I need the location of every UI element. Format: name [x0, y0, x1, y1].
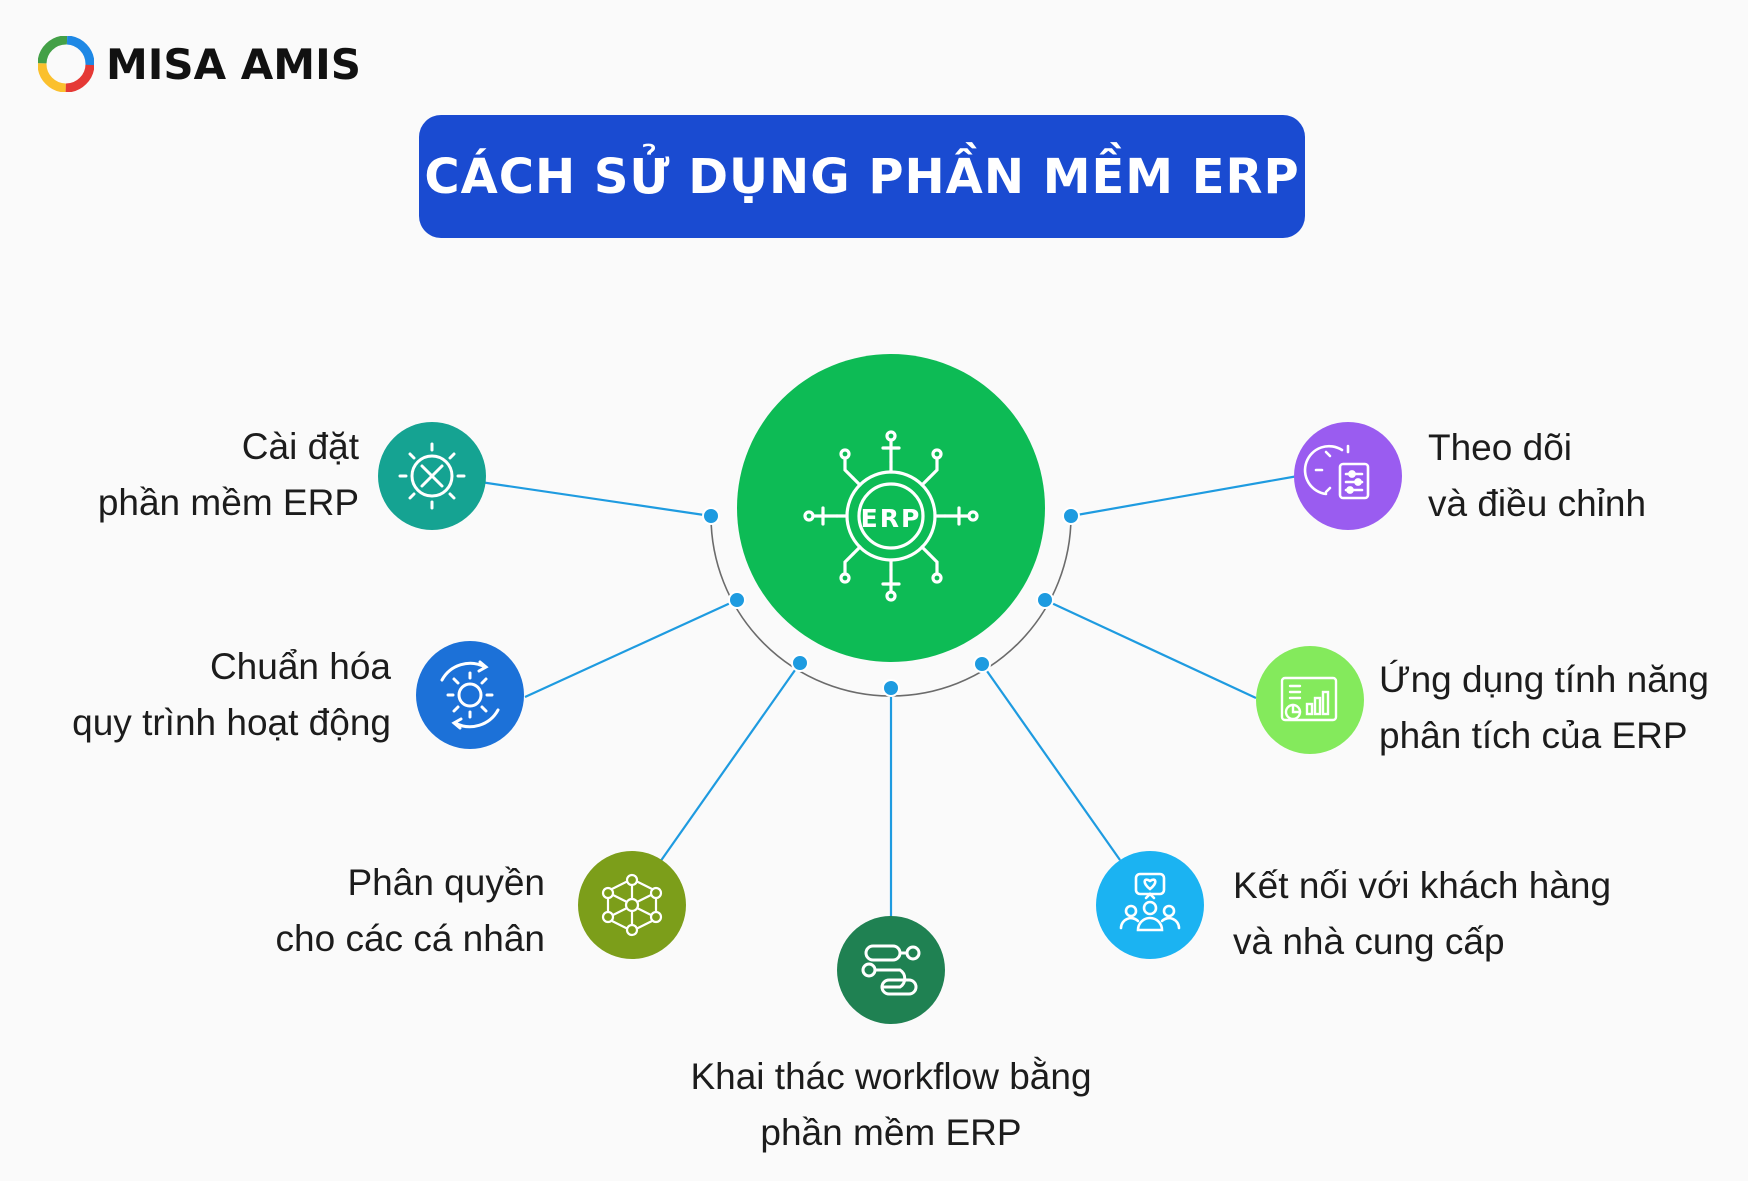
process-cycle-icon [440, 660, 500, 730]
label-line: quy trình hoạt động [72, 702, 391, 743]
node-install [378, 422, 486, 530]
workflow-icon [861, 944, 921, 996]
people-network-icon [601, 873, 663, 937]
label-line: cho các cá nhân [275, 918, 545, 959]
label-line: Cài đặt [241, 426, 359, 467]
dot-connect [973, 655, 991, 673]
center-label: ERP [861, 504, 922, 533]
label-analytics: Ứng dụng tính năng phân tích của ERP [1379, 652, 1709, 764]
gear-settings-icon [1303, 444, 1370, 500]
connector-standardize [524, 598, 738, 699]
node-workflow [837, 916, 945, 1024]
title-banner: CÁCH SỬ DỤNG PHẦN MỀM ERP [419, 115, 1305, 238]
connector-analytics [1044, 599, 1257, 699]
label-line: Ứng dụng tính năng [1379, 659, 1709, 700]
label-permission: Phân quyền cho các cá nhân [276, 855, 545, 967]
label-install: Cài đặt phần mềm ERP [98, 419, 359, 531]
connector-monitor [1070, 474, 1299, 518]
brand-logo: MISA AMIS [38, 36, 361, 92]
dot-monitor [1062, 507, 1080, 525]
dot-standardize [728, 591, 746, 609]
customer-group-icon [1119, 872, 1181, 932]
node-monitor [1294, 422, 1402, 530]
label-line: phần mềm ERP [760, 1112, 1022, 1153]
center-hub: ERP [737, 354, 1045, 662]
connector-dots [702, 507, 1080, 697]
label-line: Phân quyền [347, 862, 545, 903]
label-monitor: Theo dõi và điều chỉnh [1428, 420, 1646, 532]
gear-wrench-icon [398, 442, 466, 510]
label-line: phân tích của ERP [1379, 715, 1688, 756]
node-circle-analytics [1256, 646, 1364, 754]
analytics-dashboard-icon [1280, 676, 1338, 722]
label-line: và nhà cung cấp [1233, 921, 1505, 962]
label-line: Theo dõi [1428, 427, 1572, 468]
center-hub-circle [737, 354, 1045, 662]
dot-install [702, 507, 720, 525]
node-circle-permission [578, 851, 686, 959]
brand-name: MISA AMIS [106, 39, 361, 89]
label-line: Khai thác workflow bằng [690, 1056, 1092, 1097]
node-permission [578, 851, 686, 959]
node-standardize [416, 641, 524, 749]
node-circle-standardize [416, 641, 524, 749]
dot-permission [791, 654, 809, 672]
page-title: CÁCH SỬ DỤNG PHẦN MỀM ERP [424, 148, 1300, 205]
connector-connect [981, 663, 1121, 861]
node-analytics [1256, 646, 1364, 754]
label-line: Kết nối với khách hàng [1233, 865, 1612, 906]
connector-permission [659, 662, 801, 863]
node-circle-monitor [1294, 422, 1402, 530]
label-line: phần mềm ERP [97, 482, 359, 523]
label-line: và điều chỉnh [1428, 483, 1647, 524]
label-standardize: Chuẩn hóa quy trình hoạt động [72, 639, 391, 751]
dot-analytics [1036, 591, 1054, 609]
label-connect: Kết nối với khách hàng và nhà cung cấp [1233, 858, 1611, 970]
node-circle-connect [1096, 851, 1204, 959]
misa-logo-icon [38, 36, 94, 92]
node-connect [1096, 851, 1204, 959]
dot-workflow [882, 679, 900, 697]
label-workflow: Khai thác workflow bằng phần mềm ERP [641, 1049, 1141, 1161]
erp-chip-icon [803, 430, 979, 602]
label-line: Chuẩn hóa [209, 646, 391, 687]
